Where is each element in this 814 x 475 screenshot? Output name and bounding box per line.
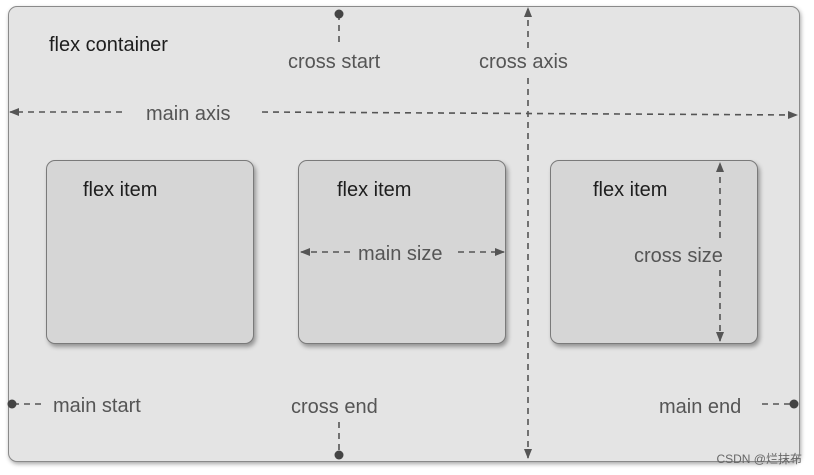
flex-container-label: flex container bbox=[49, 34, 168, 56]
flex-item-label: flex item bbox=[593, 179, 668, 201]
main-end-label: main end bbox=[659, 396, 742, 418]
cross-size-label: cross size bbox=[634, 245, 723, 267]
cross-end-label: cross end bbox=[291, 396, 378, 418]
flex-item-3: flex item bbox=[550, 160, 758, 344]
main-size-label: main size bbox=[358, 243, 443, 265]
cross-end-dot bbox=[334, 450, 344, 460]
main-axis-label: main axis bbox=[146, 103, 231, 125]
main-start-label: main start bbox=[53, 395, 141, 417]
flex-item-label: flex item bbox=[337, 179, 412, 201]
watermark: CSDN @烂抹布 bbox=[716, 452, 802, 466]
main-start-dot bbox=[7, 399, 17, 409]
cross-start-label: cross start bbox=[288, 51, 381, 73]
flex-item-label: flex item bbox=[83, 179, 158, 201]
cross-start-dot bbox=[334, 9, 344, 19]
cross-axis-label: cross axis bbox=[479, 51, 568, 73]
main-axis-arrow-right bbox=[261, 110, 798, 119]
flex-item-1: flex item bbox=[46, 160, 254, 344]
main-end-dot bbox=[789, 399, 799, 409]
